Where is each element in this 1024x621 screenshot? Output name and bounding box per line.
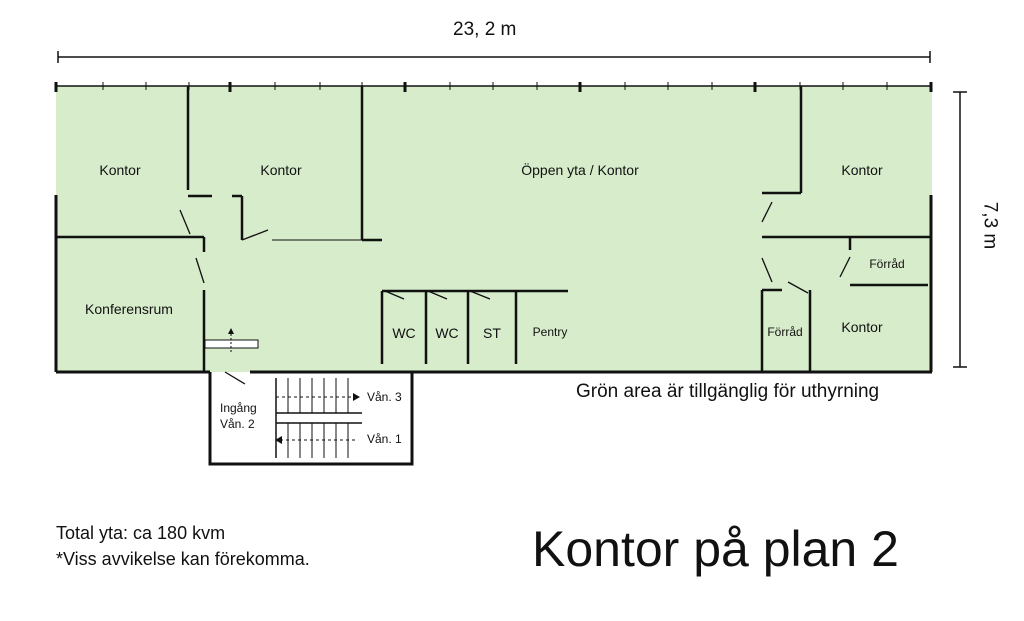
room-label-wc-1: WC [392, 325, 416, 341]
window-detail [204, 328, 259, 352]
exterior-walls [54, 195, 933, 374]
interior-walls [56, 86, 931, 372]
width-dimension-line [57, 51, 931, 63]
floor-down-label: Vån. 1 [367, 432, 402, 446]
room-label-kontor-3: Kontor [841, 162, 883, 178]
room-label-forrad-1: Förråd [767, 325, 803, 339]
stair-down-arrow [275, 436, 282, 444]
room-label-kontor-1: Kontor [99, 162, 141, 178]
room-label-wc-2: WC [435, 325, 459, 341]
stair-up-arrow [353, 393, 360, 401]
depth-dimension-line [953, 91, 967, 368]
entrance-label: Ingång [220, 401, 257, 415]
floor-up-label: Vån. 3 [367, 390, 402, 404]
room-label-st: ST [483, 325, 501, 341]
disclaimer-text: *Viss avvikelse kan förekomma. [56, 549, 310, 569]
room-label-kontor-4: Kontor [841, 319, 883, 335]
room-label-forrad-2: Förråd [869, 257, 905, 271]
room-label-open-area: Öppen yta / Kontor [521, 162, 639, 178]
stairwell [208, 372, 414, 466]
depth-dimension-label: 7,3 m [979, 201, 1001, 250]
entrance-floor-label: Vån. 2 [220, 417, 255, 431]
width-dimension-label: 23, 2 m [453, 19, 517, 40]
door-swings [179, 201, 851, 385]
total-area-text: Total yta: ca 180 kvm [56, 523, 226, 543]
top-window-wall [54, 82, 933, 92]
rentable-area [56, 86, 932, 372]
legend-note: Grön area är tillgänglig för uthyrning [576, 381, 880, 402]
page-title: Kontor på plan 2 [532, 521, 899, 577]
room-label-konferensrum: Konferensrum [85, 301, 173, 317]
room-label-kontor-2: Kontor [260, 162, 302, 178]
room-label-pentry: Pentry [532, 325, 568, 339]
